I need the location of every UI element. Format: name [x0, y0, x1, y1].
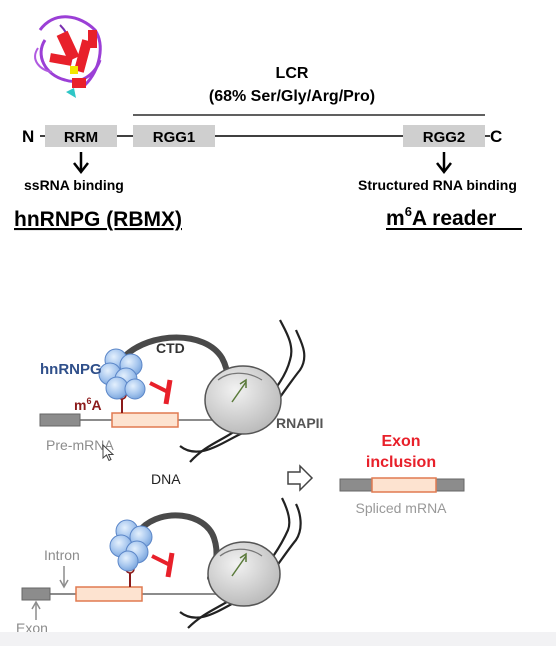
- n-terminus-label: N: [22, 127, 34, 146]
- result-arrow: [287, 464, 314, 492]
- exon-inclusion-line2: inclusion: [366, 454, 436, 471]
- hnrnpg-label: hnRNPG: [40, 361, 102, 378]
- pre-mrna-label: Pre-mRNA: [46, 437, 114, 453]
- alternative-exon-box: [111, 412, 179, 428]
- ctd-label: CTD: [156, 340, 185, 356]
- lcr-composition: (68% Ser/Gly/Arg/Pro): [209, 88, 375, 105]
- ctd-tail-lower: [139, 512, 220, 581]
- rgg2-domain-label: RGG2: [423, 129, 466, 146]
- transcription-direction-arrow-lower: [231, 552, 247, 577]
- rrm-domain-box: [45, 125, 117, 147]
- rgg1-domain-label: RGG1: [153, 129, 196, 146]
- upstream-exon-box: [39, 413, 81, 427]
- hnrnpg-protein-cluster: [98, 348, 146, 400]
- lcr-title: LCR: [276, 65, 309, 82]
- protein-structure-image: [34, 15, 102, 98]
- rgg1-domain-box: [133, 125, 215, 147]
- inhibition-symbol-lower: [151, 552, 175, 578]
- rnapii-polymerase-lower: [207, 541, 281, 607]
- rrm-domain-label: RRM: [64, 129, 98, 146]
- rnapii-surface-line-lower: [219, 548, 263, 557]
- protein-name-title: hnRNPG (RBMX): [14, 208, 182, 231]
- ssrna-binding-label: ssRNA binding: [24, 177, 124, 193]
- spliced-mrna-bar: [339, 477, 465, 493]
- m6a-label: m6A: [74, 396, 102, 413]
- rnapii-label: RNAPII: [276, 415, 323, 431]
- rgg2-domain-box: [403, 125, 485, 147]
- inhibition-symbol: [149, 379, 173, 405]
- structured-rna-binding-label: Structured RNA binding: [358, 177, 517, 193]
- exon-inclusion-line1: Exon: [381, 433, 420, 450]
- spliced-mrna-label: Spliced mRNA: [355, 500, 447, 516]
- intron-pointer-arrow: [59, 566, 69, 589]
- intron-label: Intron: [44, 547, 80, 563]
- exon-pointer-arrow: [31, 600, 41, 620]
- m6a-reader-title: m6A reader: [386, 204, 522, 230]
- mouse-cursor-icon: [102, 444, 115, 462]
- c-terminus-label: C: [490, 127, 502, 146]
- rgg2-down-arrow: [436, 152, 452, 175]
- hnrnpg-protein-cluster-lower: [109, 519, 153, 572]
- alternative-exon-box-lower: [75, 586, 143, 602]
- bottom-strip: [0, 632, 556, 646]
- rnapii-surface-line: [217, 372, 263, 381]
- rrm-down-arrow: [73, 152, 89, 175]
- dna-label: DNA: [151, 471, 181, 487]
- upstream-exon-box-lower: [21, 587, 51, 601]
- rnapii-polymerase: [204, 365, 282, 435]
- svg-text:m6A reader: m6A reader: [386, 204, 496, 230]
- transcription-direction-arrow: [231, 378, 247, 403]
